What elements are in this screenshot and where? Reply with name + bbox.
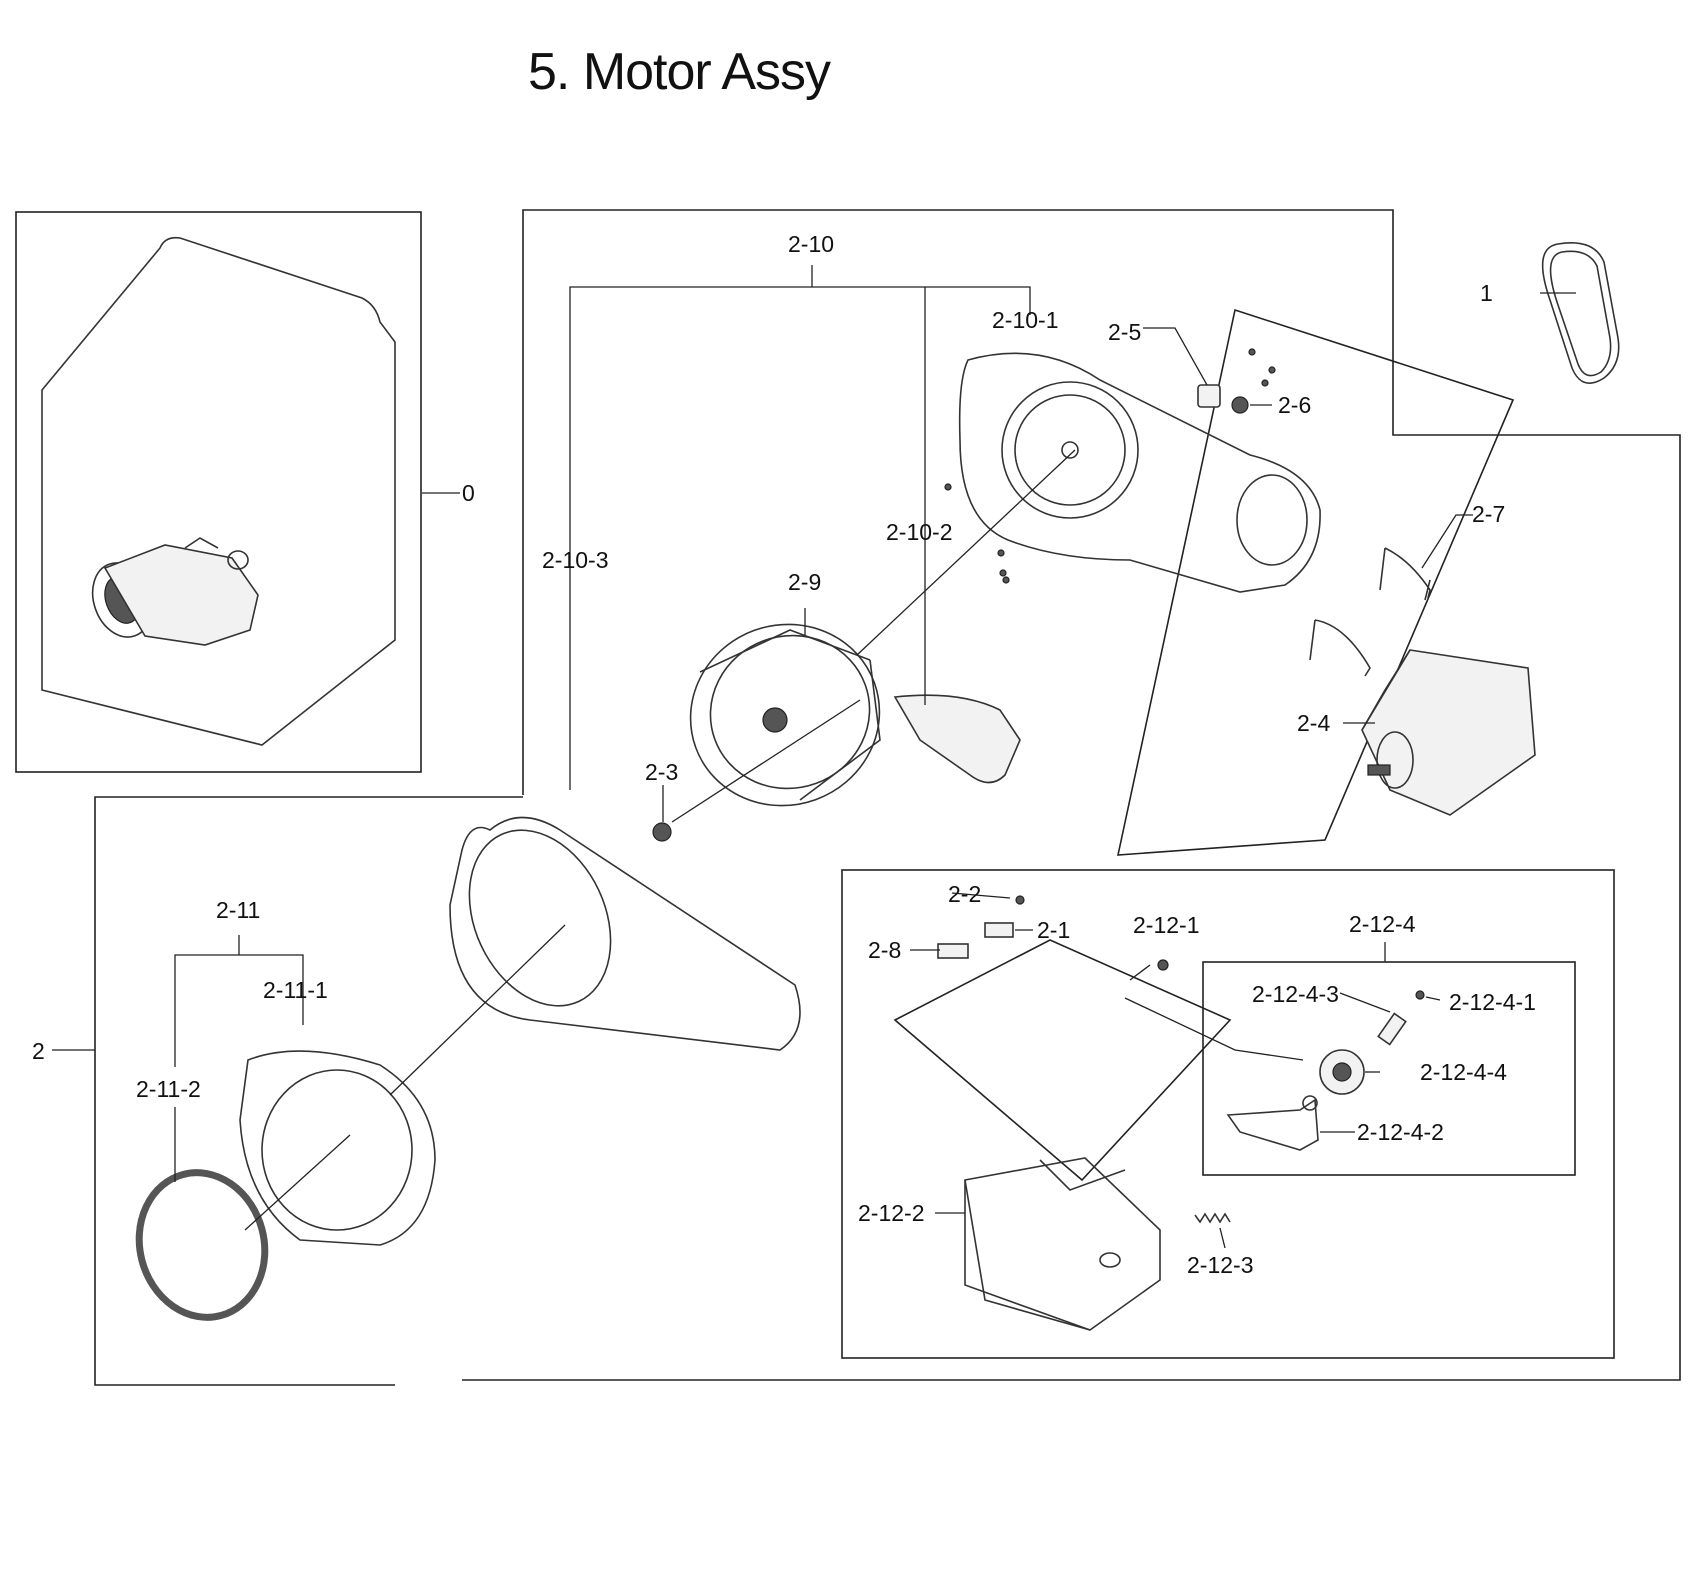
label-2-1: 2-1 — [1037, 917, 1070, 943]
bracket-2-8-part — [937, 943, 969, 959]
label-2-12-4-4: 2-12-4-4 — [1420, 1059, 1507, 1085]
blower-impeller-part — [689, 623, 881, 807]
leader-lines — [52, 265, 1576, 1249]
label-2-6: 2-6 — [1278, 392, 1311, 418]
label-2-11: 2-11 — [216, 897, 260, 923]
label-2-10: 2-10 — [788, 231, 834, 257]
bracket-2-5-part — [1197, 384, 1221, 408]
screw-part — [1002, 576, 1010, 584]
idler-subassy-frame — [1202, 961, 1576, 1176]
motor-part — [1361, 649, 1536, 816]
motor-mount-bracket-part — [964, 1157, 1161, 1331]
label-2: 2 — [32, 1038, 45, 1064]
motor-assy-frame-upper — [462, 209, 1681, 1381]
motor-assy-frame-lower — [94, 796, 523, 1386]
label-0: 0 — [462, 480, 475, 506]
label-2-12-1: 2-12-1 — [1133, 912, 1199, 938]
gasket-part — [135, 1169, 269, 1321]
screw-part — [997, 549, 1005, 557]
idler-arm-part — [1226, 1098, 1319, 1151]
label-2-9: 2-9 — [788, 569, 821, 595]
label-2-11-2: 2-11-2 — [136, 1076, 201, 1102]
screw-part — [1248, 348, 1256, 356]
spring-part — [1194, 1212, 1231, 1224]
label-2-5: 2-5 — [1108, 319, 1141, 345]
bushing-2-6-part — [1231, 396, 1249, 414]
clip-part — [1309, 619, 1371, 677]
label-2-12-2: 2-12-2 — [858, 1200, 924, 1226]
label-2-10-3: 2-10-3 — [542, 547, 608, 573]
switch-group-outline — [893, 939, 1232, 1182]
label-2-12-4-3: 2-12-4-3 — [1252, 981, 1339, 1007]
screw-part — [944, 483, 952, 491]
motor-group-outline — [1116, 308, 1515, 856]
assembly-overview-frame — [15, 211, 422, 773]
blower-housing-front-part — [449, 816, 801, 1051]
label-2-12-3: 2-12-3 — [1187, 1252, 1253, 1278]
switch-2-1-part — [984, 922, 1014, 938]
belt-part — [1541, 242, 1620, 384]
label-2-11-1: 2-11-1 — [263, 977, 328, 1003]
screw-part — [999, 569, 1007, 577]
label-2-10-1: 2-10-1 — [992, 307, 1058, 333]
label-2-10-2: 2-10-2 — [886, 519, 952, 545]
label-1: 1 — [1480, 280, 1493, 306]
clip-2-7-part — [1379, 547, 1431, 601]
idler-clip-part — [1415, 990, 1425, 1000]
blower-housing-rear-part — [958, 352, 1321, 593]
label-2-8: 2-8 — [868, 937, 901, 963]
nut-2-3-part — [652, 822, 672, 842]
duct-part — [893, 694, 1021, 784]
screw-part — [1268, 366, 1276, 374]
label-2-2: 2-2 — [948, 881, 981, 907]
screw-2-12-1-part — [1157, 959, 1169, 971]
page-title: 5. Motor Assy — [528, 43, 831, 101]
label-2-4: 2-4 — [1297, 710, 1330, 736]
label-2-12-4-1: 2-12-4-1 — [1449, 989, 1536, 1015]
label-2-7: 2-7 — [1472, 501, 1505, 527]
duct-ring-part — [239, 1050, 436, 1246]
label-2-3: 2-3 — [645, 759, 678, 785]
idler-shaft-part — [1377, 1012, 1407, 1046]
label-2-12-4: 2-12-4 — [1349, 911, 1416, 937]
label-2-12-4-2: 2-12-4-2 — [1357, 1119, 1444, 1145]
assembly-overview-drawing — [41, 236, 396, 746]
screw-2-2-part — [1015, 895, 1025, 905]
screw-part — [1261, 379, 1269, 387]
bracket-subassy-frame — [841, 869, 1615, 1359]
